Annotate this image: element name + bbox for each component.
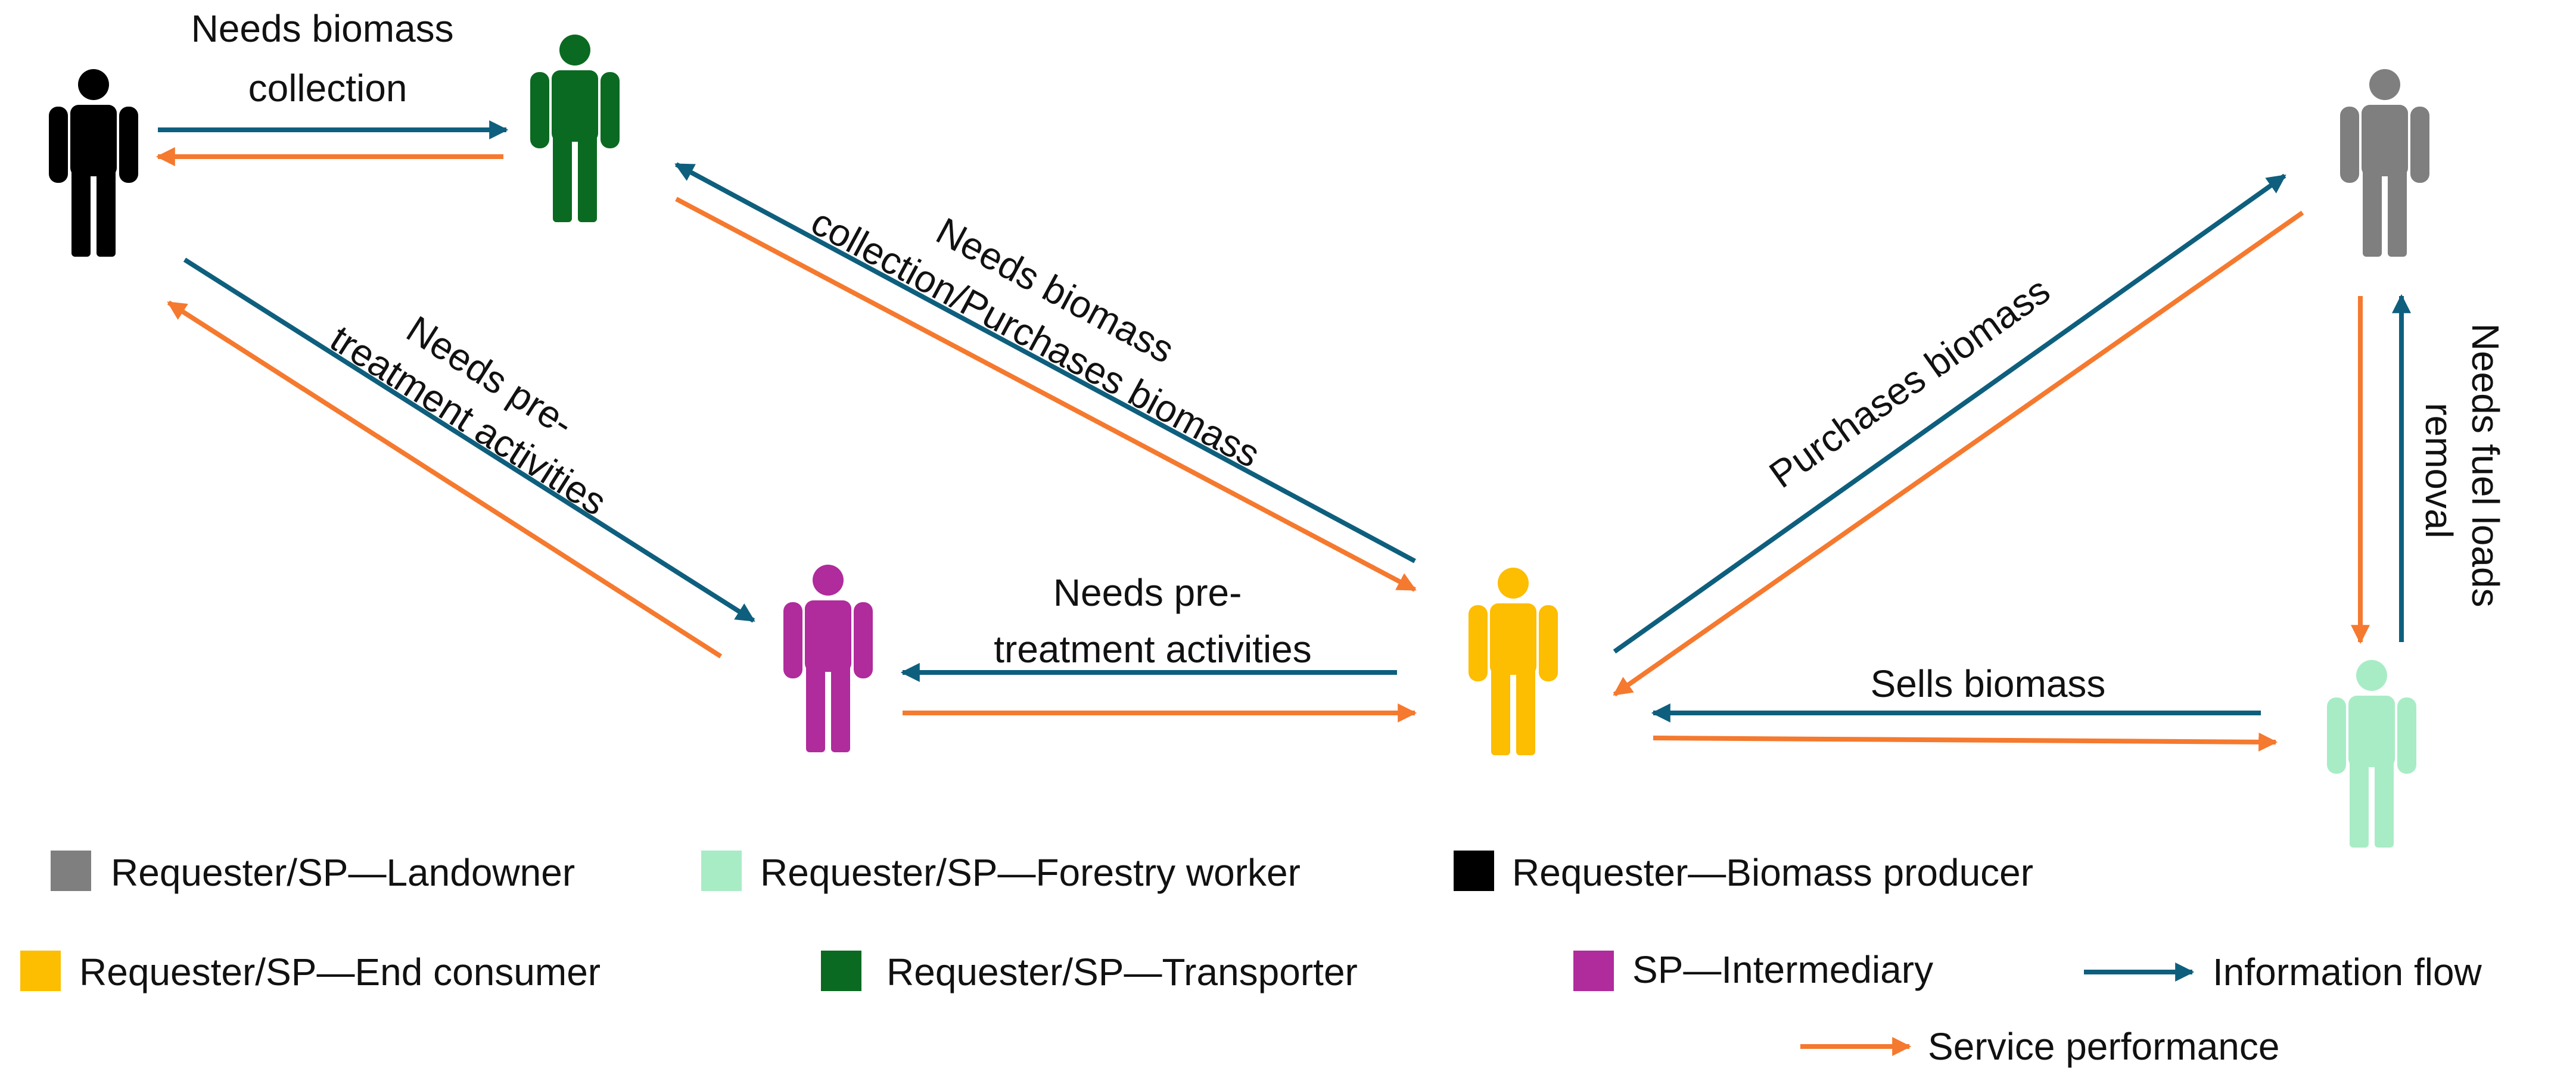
person-head [1498, 568, 1529, 599]
person-left-leg [71, 167, 91, 257]
person-left-leg [2363, 167, 2382, 257]
person-right-leg [2375, 758, 2394, 848]
legend-label-landowner: Requester/SP—Landowner [111, 851, 575, 894]
label-consumer-intermediary: Needs pre- treatment activities [994, 571, 1312, 671]
legend-label-intermediary: SP—Intermediary [1632, 948, 1933, 991]
legend-swatch-forestry-worker [701, 851, 742, 891]
person-right-leg [1516, 666, 1535, 755]
legend-swatch-landowner [51, 851, 91, 891]
legend-swatch-biomass-producer [1454, 851, 1494, 891]
person-right-arm [854, 602, 873, 678]
label-producer-intermediary: Needs pre- treatment activities [323, 276, 640, 524]
label-consumer-landowner: Purchases biomass [1762, 269, 2058, 496]
person-right-arm [2410, 107, 2429, 183]
person-right-leg [97, 167, 116, 257]
label-worker-consumer: Sells biomass [1871, 662, 2106, 705]
legend-swatch-transporter [821, 951, 861, 991]
person-left-leg [806, 663, 825, 752]
person-left-arm [1469, 605, 1488, 681]
service-arrow-intermediary-to-producer [167, 300, 723, 659]
intermediary-figure [783, 565, 873, 752]
person-torso [2348, 696, 2395, 767]
transporter-figure [530, 35, 620, 222]
legend-label-transporter: Requester/SP—Transporter [886, 951, 1358, 993]
person-left-arm [530, 72, 549, 148]
person-left-leg [2350, 758, 2369, 848]
label-landowner-worker: Needs fuel loads removal [2418, 323, 2507, 618]
service-arrow-transporter-to-consumer [675, 197, 1417, 592]
person-right-arm [119, 107, 138, 183]
legend-swatch-intermediary [1573, 951, 1614, 991]
person-right-leg [2388, 167, 2407, 257]
legend-label-end-consumer: Requester/SP—End consumer [79, 951, 601, 993]
person-left-arm [2340, 107, 2359, 183]
person-head [2369, 69, 2400, 100]
person-torso [70, 105, 117, 176]
forestry-worker-figure [2327, 660, 2416, 848]
person-torso [552, 70, 598, 142]
person-head [2356, 660, 2387, 691]
person-right-arm [1539, 605, 1558, 681]
service-arrow-landowner-to-consumer [1613, 210, 2304, 697]
info-arrow-consumer-to-landowner [1613, 173, 2286, 654]
person-left-leg [553, 133, 572, 222]
person-left-leg [1491, 666, 1510, 755]
person-torso [805, 600, 851, 672]
legend-label-information-flow: Information flow [2213, 951, 2482, 993]
info-arrow-consumer-to-transporter [674, 162, 1416, 563]
person-torso [1490, 603, 1536, 675]
legend-label-biomass-producer: Requester—Biomass producer [1512, 851, 2033, 894]
service-arrow-consumer-to-worker [1653, 732, 2278, 752]
person-left-arm [2327, 697, 2346, 774]
person-head [78, 69, 109, 100]
person-right-leg [831, 663, 850, 752]
end-consumer-figure [1469, 568, 1558, 755]
person-left-arm [783, 602, 802, 678]
person-head [813, 565, 844, 596]
person-right-leg [578, 133, 597, 222]
person-head [559, 35, 590, 66]
label-producer-transporter: Needs biomass collection [191, 7, 465, 110]
landowner-figure [2340, 69, 2429, 257]
legend-label-forestry-worker: Requester/SP—Forestry worker [760, 851, 1301, 894]
person-right-arm [2397, 697, 2416, 774]
info-arrow-producer-to-intermediary [183, 257, 755, 623]
label-transporter-consumer: Needs biomass collection/Purchases bioma… [804, 155, 1291, 476]
legend: Requester/SP—Landowner Requester/SP—Fore… [20, 851, 2482, 1068]
person-left-arm [49, 107, 68, 183]
legend-label-service-performance: Service performance [1928, 1025, 2279, 1068]
person-right-arm [601, 72, 620, 148]
biomass-producer-figure [49, 69, 138, 257]
person-torso [2362, 105, 2408, 176]
legend-swatch-end-consumer [20, 951, 61, 991]
